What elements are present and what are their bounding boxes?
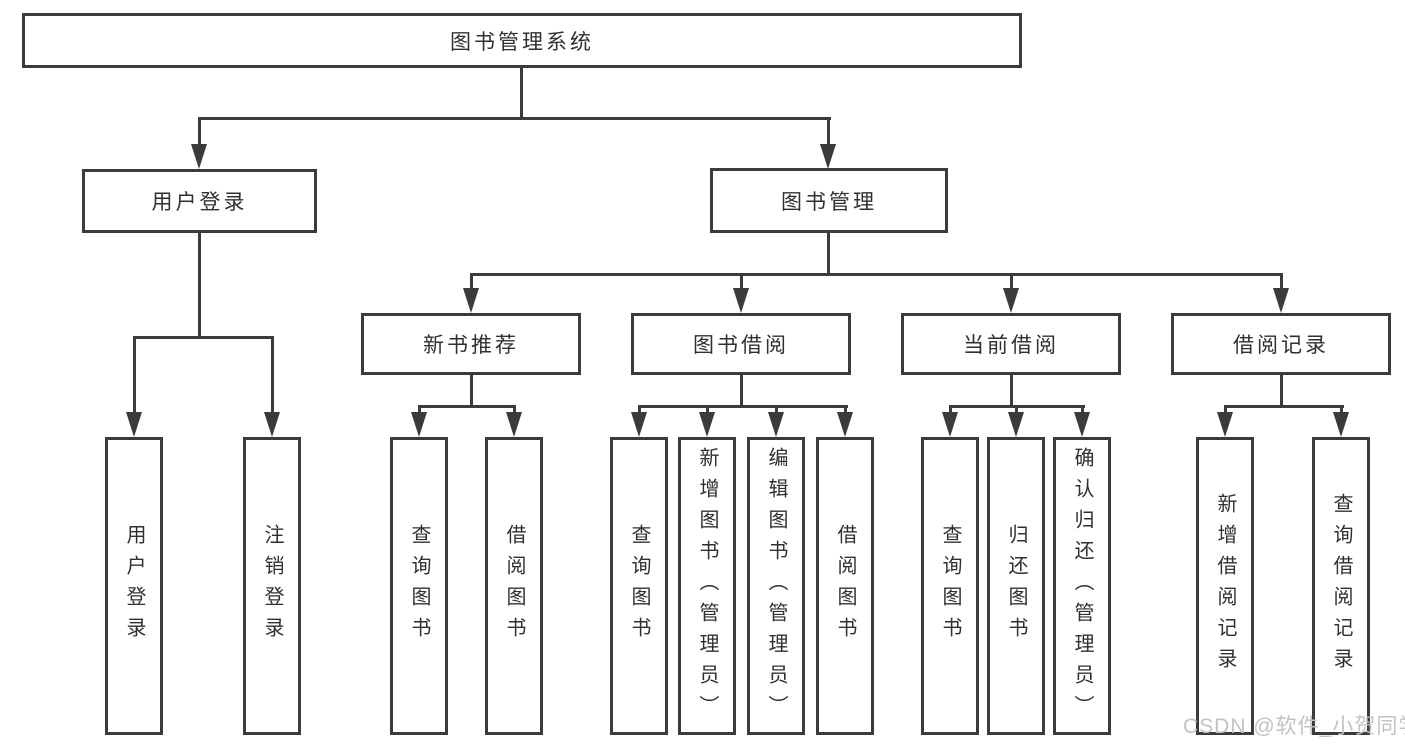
connector-line [271, 336, 274, 415]
leaf-confirm-return-admin: 确认归还（管理员） [1053, 437, 1111, 735]
connector-line [638, 405, 848, 408]
leaf-label: 查询借阅记录 [1330, 493, 1352, 679]
connector-line [1280, 273, 1283, 290]
connector-line [470, 273, 473, 290]
leaf-borrow-books-recommend: 借阅图书 [485, 437, 543, 735]
connector-line [418, 405, 516, 408]
arrowhead-down-icon [1008, 412, 1024, 437]
leaf-query-books-borrow: 查询图书 [610, 437, 668, 735]
watermark: CSDN @软件_小贺同学 [1183, 715, 1405, 738]
connector-line [1015, 405, 1018, 415]
node-user-login-label: 用户登录 [151, 191, 248, 214]
connector-line [470, 273, 1283, 276]
connector-line [844, 405, 847, 415]
node-user-login: 用户登录 [82, 169, 317, 233]
arrowhead-down-icon [1003, 288, 1019, 313]
arrowhead-down-icon [820, 144, 836, 169]
connector-line [513, 405, 516, 415]
node-book-borrow-label: 图书借阅 [693, 334, 789, 357]
arrowhead-down-icon [837, 412, 853, 437]
connector-line [1224, 405, 1227, 415]
arrowhead-down-icon [631, 412, 647, 437]
connector-line [1010, 273, 1013, 290]
leaf-logout: 注销登录 [243, 437, 301, 735]
arrowhead-down-icon [942, 412, 958, 437]
connector-line [638, 405, 641, 415]
node-current-borrow-label: 当前借阅 [963, 334, 1059, 357]
leaf-borrow-books: 借阅图书 [816, 437, 874, 735]
arrowhead-down-icon [1074, 412, 1090, 437]
node-book-management: 图书管理 [710, 168, 948, 233]
arrowhead-down-icon [1333, 412, 1349, 437]
leaf-edit-books-admin: 编辑图书（管理员） [747, 437, 805, 735]
connector-line [740, 273, 743, 290]
arrowhead-down-icon [699, 412, 715, 437]
connector-line [133, 336, 274, 339]
node-borrow-records: 借阅记录 [1171, 313, 1391, 375]
connector-line [470, 375, 473, 405]
arrowhead-down-icon [264, 412, 280, 437]
arrowhead-down-icon [126, 412, 142, 437]
connector-line [1010, 375, 1013, 405]
leaf-label: 用户登录 [123, 524, 145, 648]
connector-line [1081, 405, 1084, 415]
connector-line [1340, 405, 1343, 415]
leaf-label: 新增借阅记录 [1214, 493, 1236, 679]
leaf-label: 确认归还（管理员） [1071, 446, 1093, 726]
leaf-user-login: 用户登录 [105, 437, 163, 735]
arrowhead-down-icon [733, 288, 749, 313]
arrowhead-down-icon [411, 412, 427, 437]
connector-line [198, 233, 201, 336]
node-current-borrow: 当前借阅 [901, 313, 1121, 375]
connector-line [133, 336, 136, 415]
connector-line [949, 405, 952, 415]
leaf-query-books-recommend: 查询图书 [390, 437, 448, 735]
arrowhead-down-icon [768, 412, 784, 437]
node-root-label: 图书管理系统 [450, 30, 594, 54]
leaf-label: 查询图书 [408, 524, 430, 648]
leaf-label: 借阅图书 [503, 524, 525, 648]
connector-line [706, 405, 709, 415]
arrowhead-down-icon [1273, 288, 1289, 313]
node-root: 图书管理系统 [22, 13, 1022, 68]
leaf-label: 归还图书 [1005, 524, 1027, 648]
leaf-return-books: 归还图书 [987, 437, 1045, 735]
arrowhead-down-icon [1217, 412, 1233, 437]
leaf-label: 查询图书 [628, 524, 650, 648]
leaf-label: 编辑图书（管理员） [765, 446, 787, 726]
connector-line [198, 117, 831, 120]
connector-line [198, 117, 201, 146]
arrowhead-down-icon [191, 144, 207, 169]
leaf-add-books-admin: 新增图书（管理员） [678, 437, 736, 735]
connector-line [827, 117, 830, 146]
leaf-query-borrow-record: 查询借阅记录 [1312, 437, 1370, 735]
arrowhead-down-icon [506, 412, 522, 437]
connector-line [520, 68, 523, 117]
node-new-book-recommend-label: 新书推荐 [423, 334, 519, 357]
connector-line [775, 405, 778, 415]
leaf-query-books-current: 查询图书 [921, 437, 979, 735]
arrowhead-down-icon [463, 288, 479, 313]
node-book-borrow: 图书借阅 [631, 313, 851, 375]
leaf-label: 查询图书 [939, 524, 961, 648]
connector-line [827, 233, 830, 273]
connector-line [418, 405, 421, 415]
node-borrow-records-label: 借阅记录 [1233, 334, 1329, 357]
leaf-label: 借阅图书 [834, 524, 856, 648]
node-book-management-label: 图书管理 [781, 190, 877, 214]
leaf-label: 注销登录 [261, 524, 283, 648]
connector-line [1224, 405, 1344, 408]
leaf-add-borrow-record: 新增借阅记录 [1196, 437, 1254, 735]
node-new-book-recommend: 新书推荐 [361, 313, 581, 375]
connector-line [1280, 375, 1283, 405]
connector-line [740, 375, 743, 405]
leaf-label: 新增图书（管理员） [696, 446, 718, 726]
